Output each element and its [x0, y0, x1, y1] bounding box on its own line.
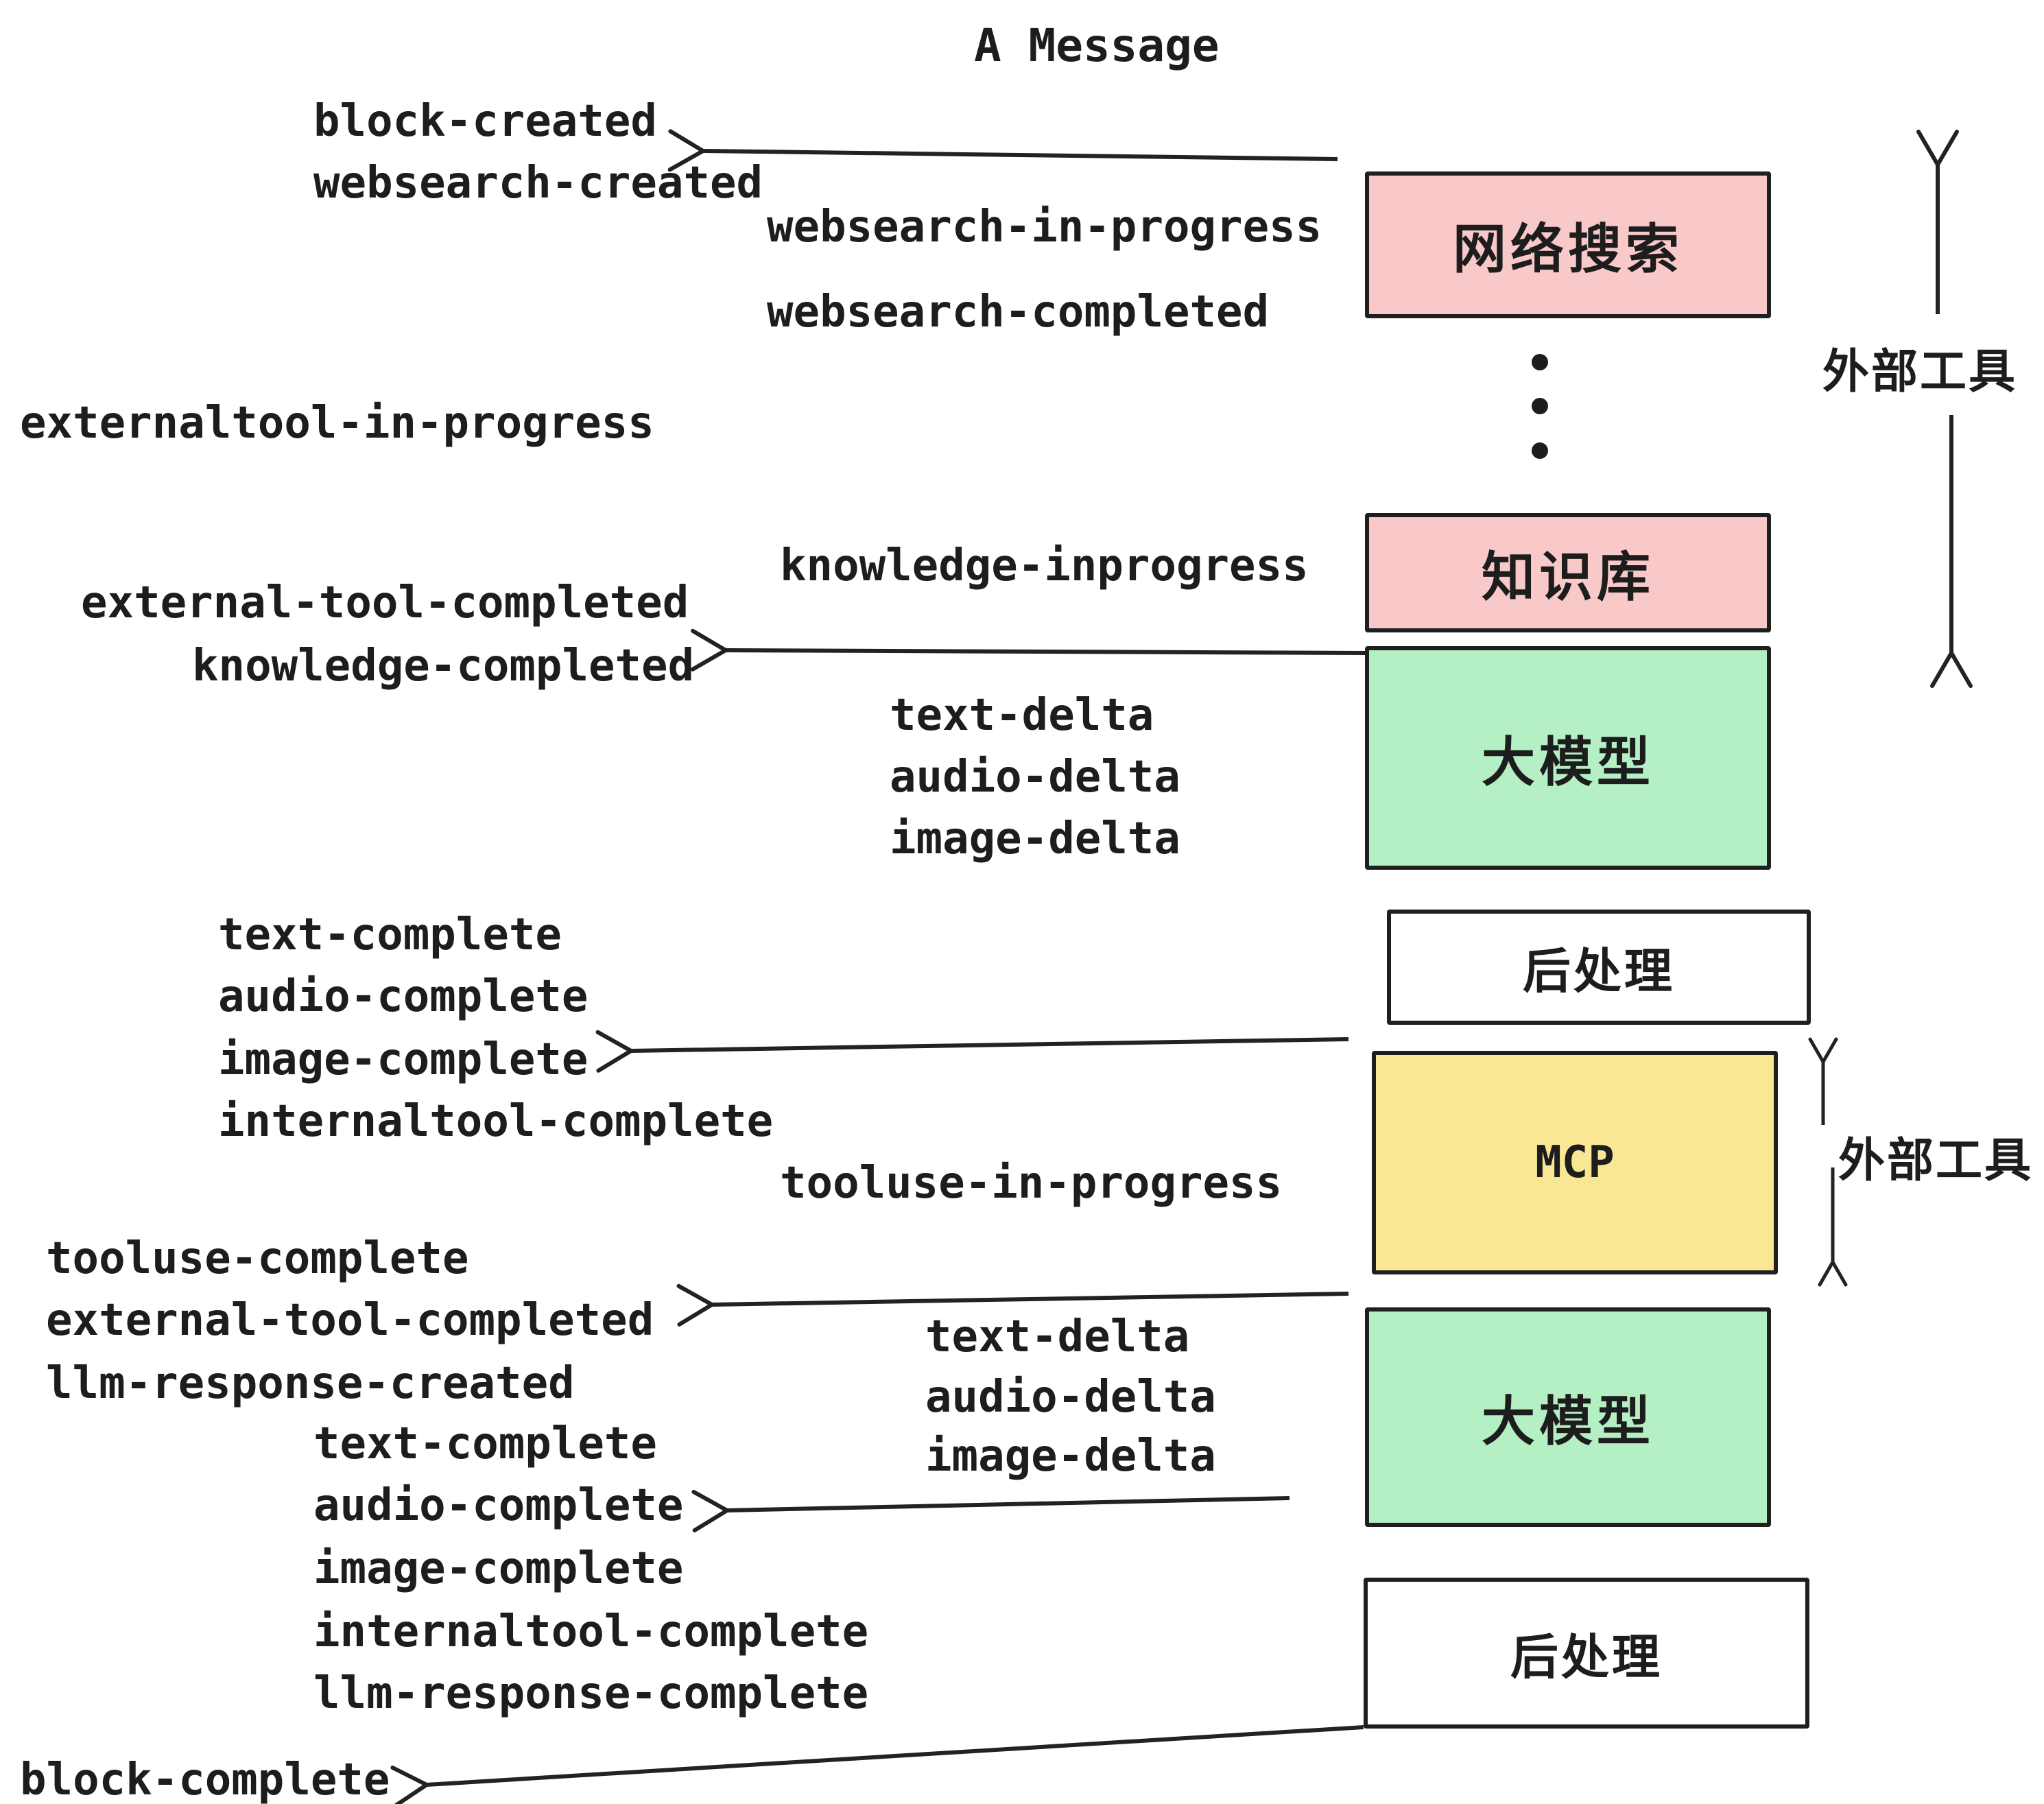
event-audio-complete: audio-complete — [218, 971, 589, 1022]
page-title: A Message — [974, 19, 1220, 72]
event-tooluse-complete: tooluse-complete — [46, 1233, 469, 1284]
box-knowledge-base: 知识库 — [1365, 513, 1771, 632]
event-image-delta-2: image-delta — [925, 1431, 1216, 1482]
event-image-delta: image-delta — [890, 814, 1180, 864]
event-block-complete: block-complete — [20, 1755, 390, 1804]
event-text-delta: text-delta — [890, 690, 1154, 741]
event-external-tool-completed-2: external-tool-completed — [46, 1295, 654, 1346]
event-block-created: block-created — [313, 96, 657, 147]
box-mcp-label: MCP — [1535, 1137, 1615, 1188]
event-text-delta-2: text-delta — [925, 1312, 1190, 1362]
event-external-tool-completed: external-tool-completed — [81, 578, 689, 628]
event-tooluse-in-progress: tooluse-in-progress — [780, 1158, 1283, 1209]
event-llm-response-created: llm-response-created — [46, 1358, 575, 1409]
box-postprocess-2: 后处理 — [1364, 1578, 1809, 1729]
event-image-complete-2: image-complete — [313, 1543, 684, 1594]
arrow-knowledge-to-completed — [690, 628, 1366, 672]
box-llm-2-label: 大模型 — [1481, 1391, 1654, 1453]
box-mcp: MCP — [1372, 1051, 1778, 1274]
event-knowledge-completed: knowledge-completed — [192, 641, 695, 691]
box-postprocess-2-label: 后处理 — [1510, 1628, 1663, 1685]
arrow-postprocess-to-block-complete — [390, 1725, 1364, 1804]
box-postprocess-1: 后处理 — [1387, 910, 1811, 1025]
event-websearch-completed: websearch-completed — [767, 287, 1270, 337]
event-internaltool-complete: internaltool-complete — [218, 1096, 774, 1147]
box-postprocess-1-label: 后处理 — [1523, 942, 1675, 999]
event-internaltool-complete-2: internaltool-complete — [313, 1606, 869, 1657]
annotation-external-tools-2: 外部工具 — [1838, 1134, 2034, 1188]
ellipsis-dots — [1532, 354, 1548, 459]
box-llm-1: 大模型 — [1365, 646, 1771, 870]
box-websearch: 网络搜索 — [1365, 171, 1771, 318]
arrow-llm2-to-audio-complete — [691, 1490, 1290, 1533]
event-externaltool-in-progress: externaltool-in-progress — [20, 398, 654, 449]
event-image-complete: image-complete — [218, 1034, 589, 1085]
event-websearch-created: websearch-created — [313, 158, 763, 209]
annotation-external-tools-1: 外部工具 — [1822, 345, 2018, 399]
arrow-llm1-to-complete-list — [595, 1030, 1349, 1073]
box-llm-2: 大模型 — [1365, 1307, 1771, 1527]
event-audio-complete-2: audio-complete — [313, 1480, 684, 1531]
event-knowledge-inprogress: knowledge-inprogress — [780, 541, 1309, 591]
event-audio-delta-2: audio-delta — [925, 1372, 1216, 1423]
arrow-websearch-to-block-created — [667, 129, 1338, 172]
box-websearch-label: 网络搜索 — [1452, 219, 1683, 281]
event-text-complete-2: text-complete — [313, 1419, 657, 1469]
box-llm-1-label: 大模型 — [1481, 732, 1654, 794]
arrow-mcp-to-tooluse-complete — [676, 1283, 1349, 1327]
box-knowledge-base-label: 知识库 — [1481, 547, 1654, 608]
event-text-complete: text-complete — [218, 910, 562, 960]
event-websearch-in-progress: websearch-in-progress — [767, 202, 1322, 252]
event-llm-response-complete: llm-response-complete — [313, 1668, 869, 1719]
event-audio-delta: audio-delta — [890, 752, 1180, 803]
